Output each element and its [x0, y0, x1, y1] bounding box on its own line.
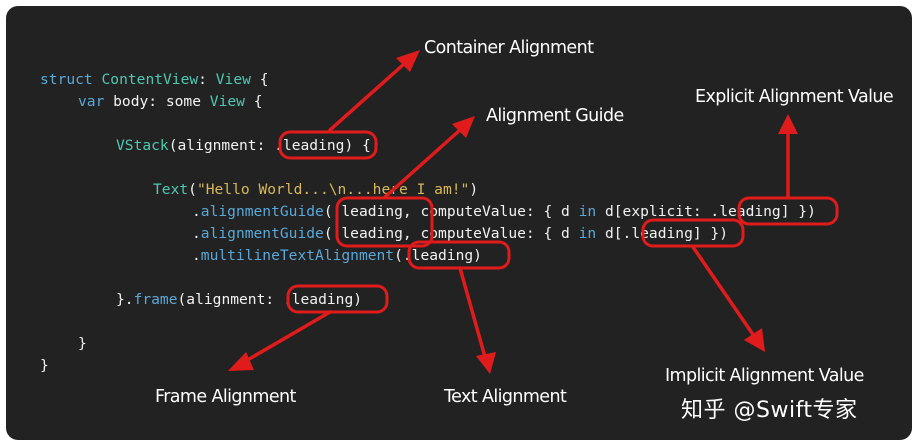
code-token: . — [192, 247, 201, 264]
code-token: ) — [469, 181, 478, 198]
code-token: }. — [116, 291, 134, 308]
label-text-alignment: Text Alignment — [443, 387, 567, 407]
code-token: var — [78, 93, 105, 110]
label-implicit-alignment-value: Implicit Alignment Value — [665, 366, 864, 386]
code-token: alignmentGuide — [201, 225, 324, 242]
arrow-frame-alignment — [242, 310, 332, 364]
code-line-frame: }.frame(alignment: .leading) — [116, 291, 362, 308]
arrow-implicit-alignment-value — [691, 245, 756, 338]
arrow-group — [228, 50, 798, 374]
highlight-frame-leading — [286, 284, 389, 314]
arrowhead-implicit-alignment-value — [744, 328, 765, 352]
code-line-close-struct: } — [40, 357, 49, 374]
code-line-close-body: } — [78, 335, 87, 352]
code-token: (.leading, computeValue: { d — [324, 225, 579, 242]
arrow-text-alignment — [458, 266, 487, 359]
label-frame-alignment: Frame Alignment — [155, 387, 296, 407]
code-token: ContentView — [102, 71, 199, 88]
code-line-body: var body: some View { — [78, 93, 263, 110]
highlight-vstack-leading — [278, 130, 378, 160]
code-block: struct ContentView: View { var body: som… — [40, 71, 816, 374]
arrow-container-alignment — [328, 62, 406, 132]
code-token: alignmentGuide — [201, 203, 324, 220]
code-token: (alignment: .leading) — [178, 291, 363, 308]
label-alignment-guide: Alignment Guide — [486, 106, 624, 126]
code-token: in — [579, 203, 597, 220]
arrowhead-explicit-alignment-value — [778, 114, 798, 134]
label-container-alignment: Container Alignment — [424, 38, 594, 58]
code-token: multilineTextAlignment — [201, 247, 394, 264]
code-token: in — [579, 225, 597, 242]
code-line-multiline-text-alignment: .multilineTextAlignment(.leading) — [192, 247, 482, 264]
code-token: frame — [134, 291, 178, 308]
code-token: View — [210, 93, 245, 110]
code-token: (.leading) — [394, 247, 482, 264]
code-token: (.leading, computeValue: { d — [324, 203, 579, 220]
code-token: Text — [153, 181, 188, 198]
code-token: . — [192, 203, 201, 220]
code-token: "Hello World...\n...here I am!" — [197, 181, 469, 198]
arrowhead-text-alignment — [476, 352, 496, 374]
arrowhead-alignment-guide — [452, 116, 475, 138]
watermark: 知乎 @Swift专家 — [681, 398, 858, 423]
arrow-alignment-guide — [383, 128, 462, 199]
code-token: ( — [188, 181, 197, 198]
code-token: } — [40, 357, 49, 374]
highlight-group — [278, 130, 839, 314]
arrowhead-frame-alignment — [228, 352, 254, 371]
code-token: { — [245, 93, 263, 110]
code-token: : — [198, 71, 216, 88]
code-token: VStack — [116, 137, 169, 154]
code-token: d[.leading] }) — [596, 225, 728, 242]
code-token: { — [251, 71, 269, 88]
code-token: View — [216, 71, 251, 88]
code-token: body: some — [104, 93, 209, 110]
code-line-struct: struct ContentView: View { — [40, 71, 268, 88]
code-token: . — [192, 225, 201, 242]
code-token: (alignment: .leading) { — [169, 137, 371, 154]
code-token: } — [78, 335, 87, 352]
arrowhead-container-alignment — [396, 50, 420, 72]
code-line-text: Text("Hello World...\n...here I am!") — [153, 181, 478, 198]
label-explicit-alignment-value: Explicit Alignment Value — [695, 87, 893, 107]
code-token: d[explicit: .leading] }) — [596, 203, 816, 220]
code-line-vstack: VStack(alignment: .leading) { — [116, 137, 371, 154]
code-line-alignment-guide-implicit: .alignmentGuide(.leading, computeValue: … — [192, 225, 728, 242]
code-token: struct — [40, 71, 102, 88]
label-group: Container Alignment Alignment Guide Expl… — [155, 38, 894, 407]
code-line-alignment-guide-explicit: .alignmentGuide(.leading, computeValue: … — [192, 203, 816, 220]
